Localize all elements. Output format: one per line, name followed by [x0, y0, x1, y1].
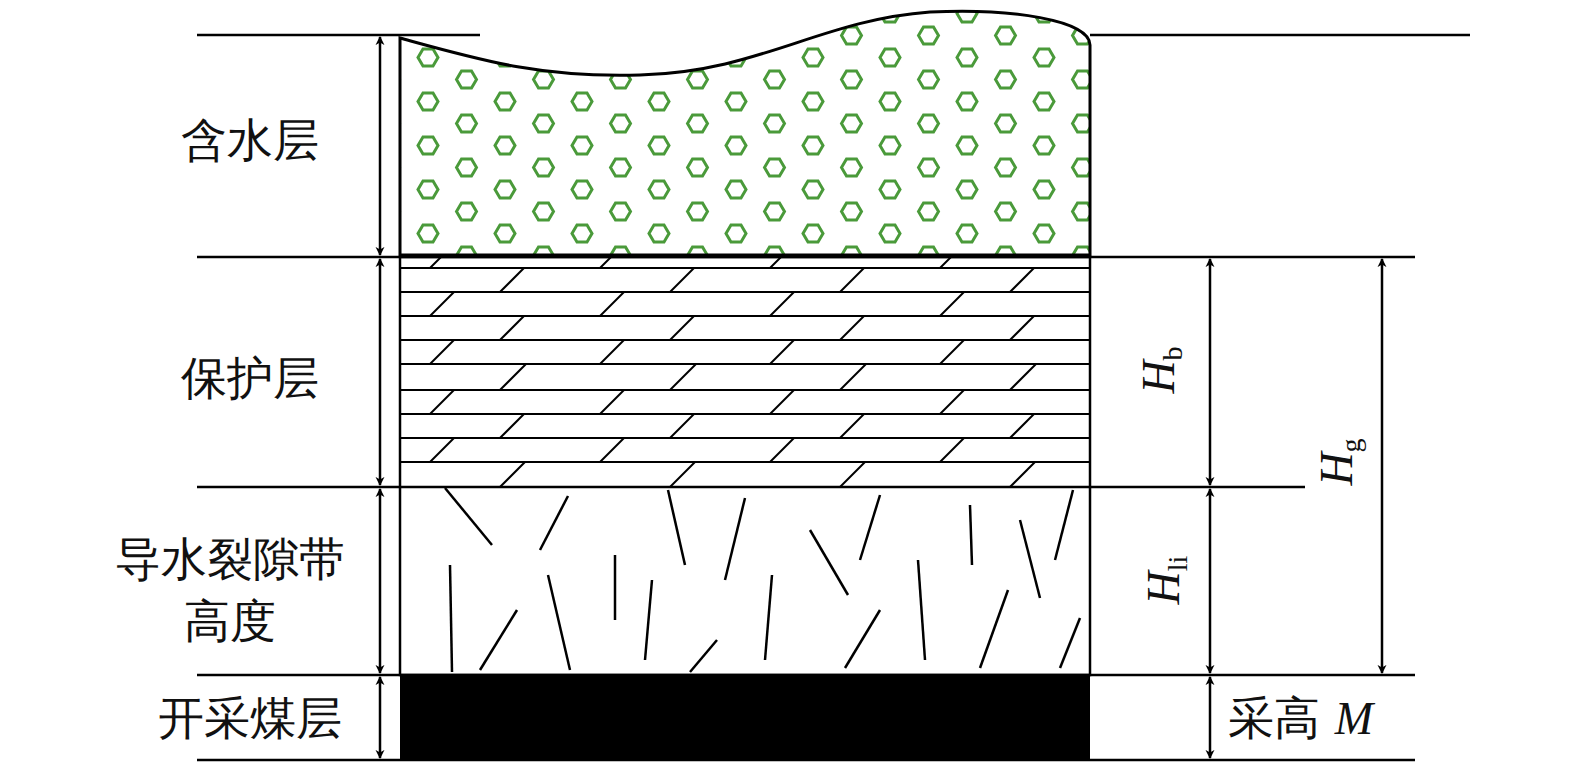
- mining-height-label: 采高 M: [1228, 687, 1373, 750]
- text-part: M: [1335, 693, 1373, 744]
- text-part: H: [1311, 452, 1362, 485]
- aquifer-outline: [400, 11, 1090, 255]
- coal-seam: [400, 675, 1090, 760]
- text-part: 采高: [1228, 691, 1335, 745]
- layer-label: 导水裂隙带高度: [95, 528, 365, 652]
- aquifer-fill: [400, 0, 1090, 260]
- block-outline: [400, 257, 1090, 675]
- layer-label: 保护层: [100, 347, 400, 409]
- text-part: H: [1138, 571, 1189, 604]
- dimension-label: Hg: [1310, 434, 1367, 489]
- dimension-arrows: [380, 37, 1382, 758]
- fracture-lines: [445, 488, 1080, 672]
- protective-layer-hatch: [400, 257, 1090, 487]
- text-part: g: [1335, 438, 1366, 452]
- layer-label: 开采煤层: [100, 687, 400, 749]
- text-part: li: [1162, 556, 1193, 572]
- layer-label: 含水层: [100, 109, 400, 171]
- dimension-label: Hb: [1132, 342, 1189, 397]
- dimension-label: Hli: [1137, 552, 1194, 609]
- text-part: H: [1133, 360, 1184, 393]
- text-part: b: [1157, 346, 1188, 360]
